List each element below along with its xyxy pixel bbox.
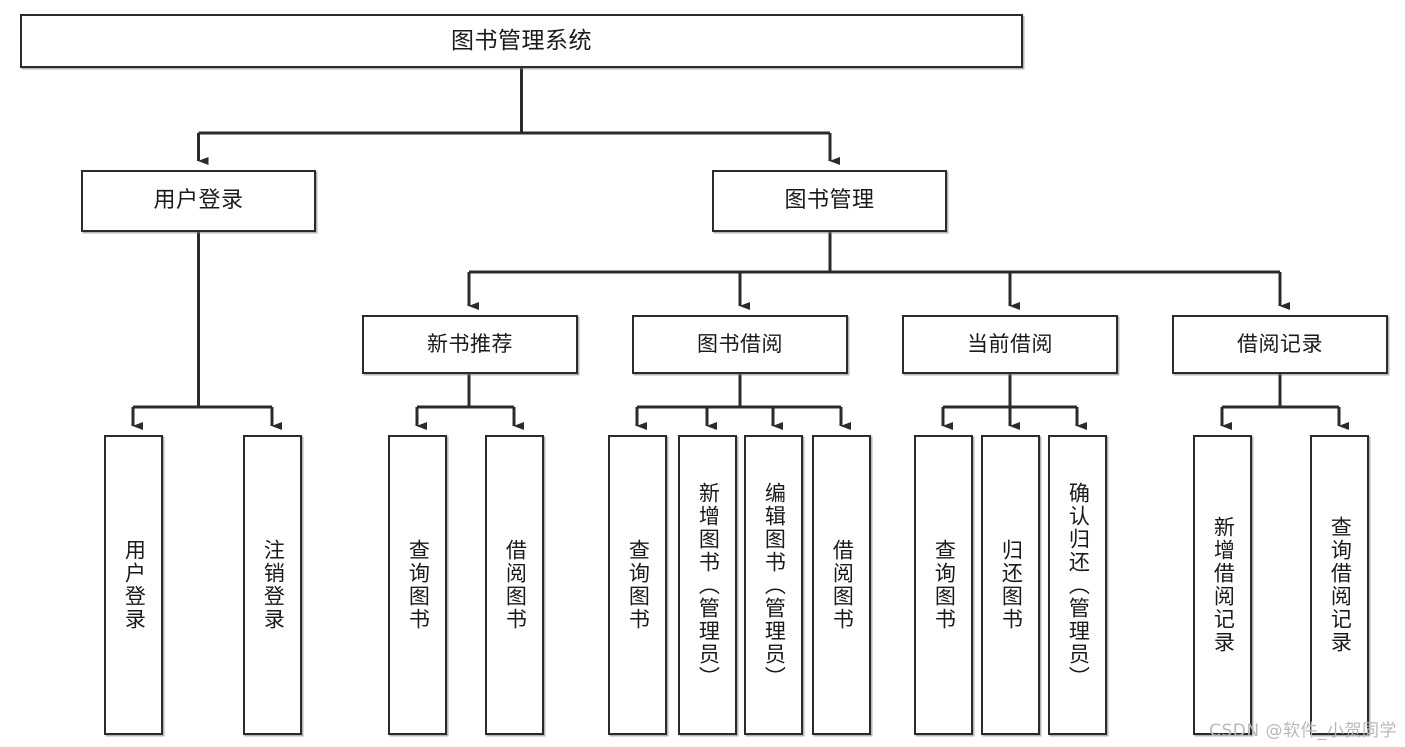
leaf-new-book-borrow-book[interactable]: 借阅图书 — [485, 435, 544, 735]
leaf-book-borrow-add-book-admin[interactable]: 新增图书（管理员） — [678, 435, 737, 735]
node-label: 用户登录 — [122, 539, 147, 631]
leaf-book-borrow-query-book[interactable]: 查询图书 — [608, 435, 667, 735]
node-label: 查询图书 — [626, 539, 651, 631]
node-label: 借阅记录 — [1237, 332, 1323, 357]
node-root-book-management-system[interactable]: 图书管理系统 — [20, 14, 1023, 68]
node-label: 图书管理系统 — [451, 27, 592, 54]
leaf-user-login-logout[interactable]: 注销登录 — [243, 435, 302, 735]
node-label: 新书推荐 — [427, 332, 513, 357]
node-label: 查询借阅记录 — [1328, 516, 1353, 654]
node-label: 图书借阅 — [697, 332, 783, 357]
leaf-book-borrow-edit-book-admin[interactable]: 编辑图书（管理员） — [744, 435, 803, 735]
leaf-borrow-record-add-record[interactable]: 新增借阅记录 — [1193, 435, 1252, 735]
node-label: 查询图书 — [932, 539, 957, 631]
csdn-watermark: CSDN @软件_小贺同学 — [1209, 721, 1397, 741]
node-label: 注销登录 — [261, 539, 286, 631]
node-borrowing-record[interactable]: 借阅记录 — [1172, 315, 1388, 374]
leaf-current-borrow-confirm-return-admin[interactable]: 确认归还（管理员） — [1048, 435, 1107, 735]
node-user-login[interactable]: 用户登录 — [81, 170, 316, 232]
node-label: 当前借阅 — [967, 332, 1053, 357]
leaf-new-book-query-book[interactable]: 查询图书 — [388, 435, 447, 735]
leaf-book-borrow-borrow-book[interactable]: 借阅图书 — [812, 435, 871, 735]
node-label: 查询图书 — [406, 539, 431, 631]
node-label: 借阅图书 — [503, 539, 528, 631]
node-label: 归还图书 — [999, 539, 1024, 631]
leaf-borrow-record-query-record[interactable]: 查询借阅记录 — [1310, 435, 1369, 735]
leaf-user-login-login[interactable]: 用户登录 — [104, 435, 163, 735]
node-label: 新增图书（管理员） — [696, 481, 721, 689]
node-label: 确认归还（管理员） — [1066, 481, 1091, 689]
node-book-management[interactable]: 图书管理 — [712, 170, 947, 232]
node-label: 编辑图书（管理员） — [762, 481, 787, 689]
node-current-borrowing[interactable]: 当前借阅 — [902, 315, 1118, 374]
leaf-current-borrow-query-book[interactable]: 查询图书 — [914, 435, 973, 735]
leaf-current-borrow-return-book[interactable]: 归还图书 — [981, 435, 1040, 735]
node-label: 借阅图书 — [830, 539, 855, 631]
node-label: 用户登录 — [153, 188, 244, 214]
node-label: 图书管理 — [784, 188, 875, 214]
node-label: 新增借阅记录 — [1211, 516, 1236, 654]
node-book-borrowing[interactable]: 图书借阅 — [632, 315, 848, 374]
node-new-book-recommendation[interactable]: 新书推荐 — [362, 315, 578, 374]
